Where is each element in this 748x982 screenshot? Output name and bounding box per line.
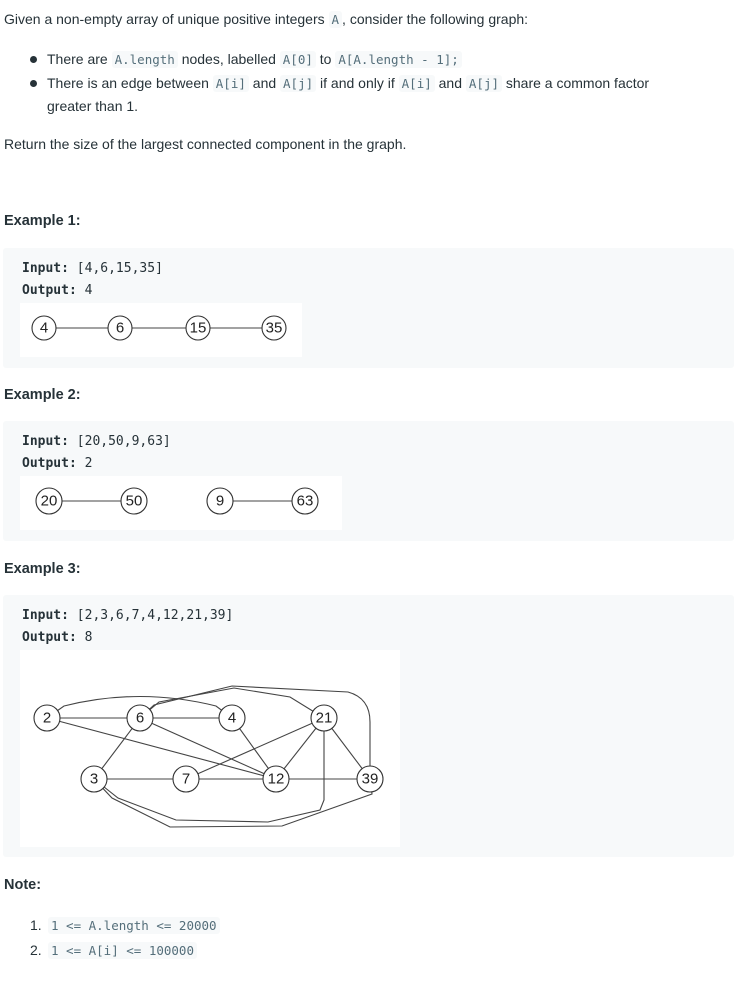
graph-edge <box>139 717 277 780</box>
graph-edge <box>46 717 277 780</box>
note-list: 1.1 <= A.length <= 20000 2.1 <= A[i] <= … <box>30 913 220 963</box>
bullet-nodes: There are A.length nodes, labelled A[0] … <box>28 48 718 72</box>
return-text: Return the size of the largest connected… <box>4 136 407 152</box>
graph-node: 7 <box>172 765 200 793</box>
example-2-box: Input: [20,50,9,63] Output: 2 20 50 9 63 <box>3 421 734 541</box>
graph-node: 39 <box>356 765 384 793</box>
example-2-input: Input: [20,50,9,63] <box>22 434 171 449</box>
note-title: Note: <box>4 877 42 893</box>
svg-text:6: 6 <box>136 710 144 727</box>
note-item: 1.1 <= A.length <= 20000 <box>30 913 220 938</box>
svg-text:12: 12 <box>268 771 285 788</box>
svg-text:7: 7 <box>182 771 190 788</box>
example-1-box: Input: [4,6,15,35] Output: 4 4 6 15 35 <box>3 248 734 368</box>
example-3-output: Output: 8 <box>22 630 93 645</box>
example-2-graph: 20 50 9 63 <box>20 476 342 530</box>
graph-node: 20 <box>35 487 63 515</box>
graph-node: 4 <box>218 704 246 732</box>
graph-edge <box>185 717 325 780</box>
intro-text: Given a non-empty array of unique positi… <box>4 11 529 28</box>
graph-node: 35 <box>261 315 287 341</box>
svg-text:2: 2 <box>43 710 51 727</box>
graph-node: 6 <box>107 315 133 341</box>
graph-edge <box>93 718 325 823</box>
graph-node: 9 <box>206 487 234 515</box>
graph-edge <box>139 687 325 719</box>
svg-text:9: 9 <box>216 493 224 510</box>
svg-text:50: 50 <box>126 493 143 510</box>
graph-node: 2 <box>33 704 61 732</box>
example-3-title: Example 3: <box>4 561 81 577</box>
svg-text:6: 6 <box>116 320 124 337</box>
bullet-edges: There is an edge between A[i] and A[j] i… <box>28 72 718 119</box>
example-1-output: Output: 4 <box>22 283 93 298</box>
svg-text:63: 63 <box>297 493 314 510</box>
example-3-box: Input: [2,3,6,7,4,12,21,39] Output: 8 2 … <box>3 595 734 857</box>
graph-node: 21 <box>310 704 338 732</box>
graph-node: 6 <box>126 704 154 732</box>
graph-edge <box>93 778 373 828</box>
example-1-title: Example 1: <box>4 213 81 229</box>
svg-text:35: 35 <box>266 320 283 337</box>
definition-list: There are A.length nodes, labelled A[0] … <box>28 48 718 119</box>
example-3-input: Input: [2,3,6,7,4,12,21,39] <box>22 608 234 623</box>
svg-text:39: 39 <box>362 771 379 788</box>
graph-node: 15 <box>185 315 211 341</box>
example-2-title: Example 2: <box>4 387 81 403</box>
graph-node: 50 <box>120 487 148 515</box>
svg-text:4: 4 <box>40 320 48 337</box>
graph-node: 3 <box>80 765 108 793</box>
svg-text:21: 21 <box>316 710 333 727</box>
graph-node: 12 <box>262 765 290 793</box>
example-1-input: Input: [4,6,15,35] <box>22 261 163 276</box>
svg-text:15: 15 <box>190 320 207 337</box>
svg-text:4: 4 <box>228 710 236 727</box>
graph-edge <box>46 696 233 719</box>
example-3-graph: 2 6 4 21 3 7 12 39 <box>20 650 400 847</box>
note-item: 2.1 <= A[i] <= 100000 <box>30 938 220 963</box>
intro-code-a: A <box>328 11 343 28</box>
svg-text:3: 3 <box>90 771 98 788</box>
example-1-graph: 4 6 15 35 <box>20 303 302 357</box>
graph-edge <box>139 685 371 779</box>
svg-text:20: 20 <box>41 493 58 510</box>
example-2-output: Output: 2 <box>22 456 93 471</box>
graph-node: 4 <box>31 315 57 341</box>
graph-node: 63 <box>291 487 319 515</box>
